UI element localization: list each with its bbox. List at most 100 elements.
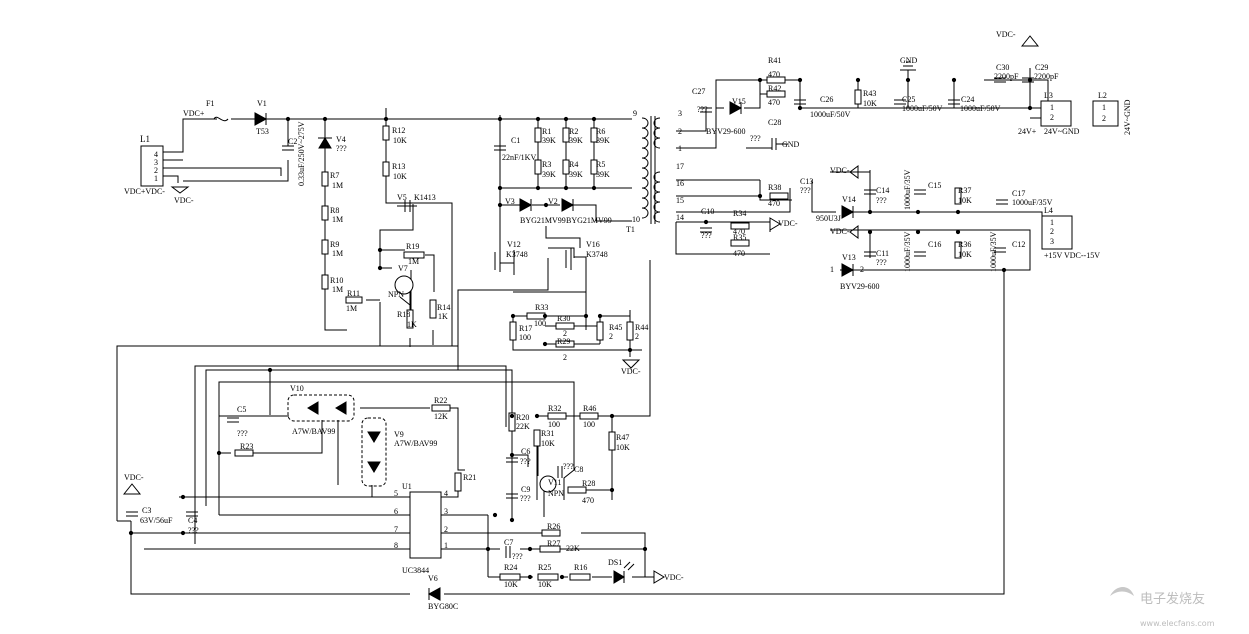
label-C3: C3 (142, 506, 151, 515)
label-U1: U1 (402, 482, 412, 491)
label-vdc-minus-r44: VDC- (621, 367, 641, 376)
resistor-R21 (454, 472, 462, 492)
resistor-R27 (539, 545, 561, 553)
elecfans-logo-icon (1110, 587, 1134, 596)
fuse-F1 (213, 116, 229, 122)
resistor-R13 (382, 161, 390, 177)
label-R7: R7 (330, 171, 339, 180)
diode-V15 (729, 101, 743, 115)
label-R10-value: 1M (332, 285, 343, 294)
label-l1-pin4: 4 (154, 150, 158, 159)
label-R7-value: 1M (332, 181, 343, 190)
label-L4-text: +15V VDC--15V (1044, 251, 1100, 260)
label-t1-pin17: 17 (676, 162, 684, 171)
mosfet-V12 (494, 250, 501, 272)
label-C9: C9 (521, 485, 530, 494)
resistor-R1 (534, 127, 542, 143)
label-C6-value: ??? (520, 457, 531, 466)
label-V7-type: NPN (388, 290, 404, 299)
label-C9-value: ??? (520, 494, 531, 503)
label-R33: R33 (535, 303, 548, 312)
v9-package (361, 417, 387, 487)
diode-V14 (841, 205, 855, 219)
resistor-R6 (590, 127, 598, 143)
label-C30-value: 2200pF (994, 72, 1019, 81)
label-R35: R35 (733, 233, 746, 242)
label-R42-value: 470 (768, 98, 780, 107)
label-R37-value: 10K (958, 196, 972, 205)
label-R13: R13 (392, 162, 405, 171)
label-C1: C1 (511, 136, 520, 145)
label-V9: V9 (394, 430, 404, 439)
label-C10-value: ??? (701, 231, 712, 240)
label-C10: C10 (701, 207, 714, 216)
label-R47: R47 (616, 433, 629, 442)
label-V1: V1 (257, 99, 267, 108)
label-C7: C7 (504, 538, 513, 547)
resistor-R37 (954, 187, 962, 205)
transistor-V11 (539, 475, 557, 493)
label-R12: R12 (392, 126, 405, 135)
label-t1-pin10: 10 (632, 215, 640, 224)
label-vdc-minus-l1: VDC- (174, 196, 194, 205)
label-R3: R3 (542, 160, 551, 169)
label-R1-value: 39K (542, 136, 556, 145)
label-R30: R30 (557, 314, 570, 323)
label-vdc-minus-top: VDC- (996, 30, 1016, 39)
label-R10: R10 (330, 276, 343, 285)
label-v13-pin2: 2 (860, 265, 864, 274)
label-R9: R9 (330, 240, 339, 249)
vdc-minus-symbols-right (849, 165, 859, 239)
resistor-R36 (954, 241, 962, 259)
label-R18-value: 1K (407, 320, 417, 329)
label-R20-value: 22K (516, 422, 530, 431)
label-u1-pin2: 2 (444, 525, 448, 534)
diode-V2 (561, 198, 575, 212)
label-L4: L4 (1044, 206, 1053, 215)
label-R1: R1 (542, 127, 551, 136)
resistor-R20 (508, 412, 516, 432)
label-R32: R32 (548, 404, 561, 413)
label-C4-value: ??? (188, 526, 199, 535)
label-t1-pin3: 3 (678, 109, 682, 118)
label-C7-value: ??? (512, 552, 523, 561)
label-T1: T1 (626, 225, 635, 234)
resistor-R31 (533, 429, 541, 447)
wires (116, 68, 1049, 595)
resistor-R38 (769, 192, 789, 200)
label-R24: R24 (504, 563, 517, 572)
label-vdc-minus-v14: VDC- (830, 166, 850, 175)
label-u1-pin3: 3 (444, 507, 448, 516)
resistor-R18 (406, 309, 414, 329)
connector-L3 (1040, 100, 1072, 127)
label-l1-pin1: 1 (154, 174, 158, 183)
label-K1413: K1413 (414, 193, 436, 202)
label-V10: V10 (290, 384, 304, 393)
label-24v-plus: 24V+ (1018, 127, 1037, 136)
label-vdc-minus-ds1: VDC- (664, 573, 684, 582)
label-V2-part: BYG21MV99 (566, 216, 612, 225)
label-R5: R5 (596, 160, 605, 169)
mosfet-V16 (565, 248, 572, 270)
label-C15: C15 (928, 181, 941, 190)
resistor-R32 (547, 412, 567, 420)
v10-package (287, 394, 355, 422)
label-vdc-minus-c11: VDC- (830, 227, 850, 236)
label-R18: R18 (397, 310, 410, 319)
label-l4-pin3: 3 (1050, 237, 1054, 246)
label-R30-value: 2 (563, 329, 567, 338)
resistor-R35 (730, 239, 750, 247)
label-V10-part: A7W/BAV99 (292, 427, 335, 436)
resistor-R29 (555, 340, 575, 348)
label-R11-value: 1M (346, 304, 357, 313)
resistor-R30 (555, 322, 575, 330)
label-l1-pin3: 3 (154, 158, 158, 167)
label-R14-value: 1K (438, 312, 448, 321)
label-C12: C12 (1012, 240, 1025, 249)
label-R20: R20 (516, 413, 529, 422)
label-R27-value: 22K (566, 544, 580, 553)
label-V5: V5 (397, 193, 407, 202)
label-vdc-minus-c3: VDC- (124, 473, 144, 482)
label-C15-value: 1000uF/35V (903, 169, 912, 210)
diode-V4 (318, 137, 332, 149)
